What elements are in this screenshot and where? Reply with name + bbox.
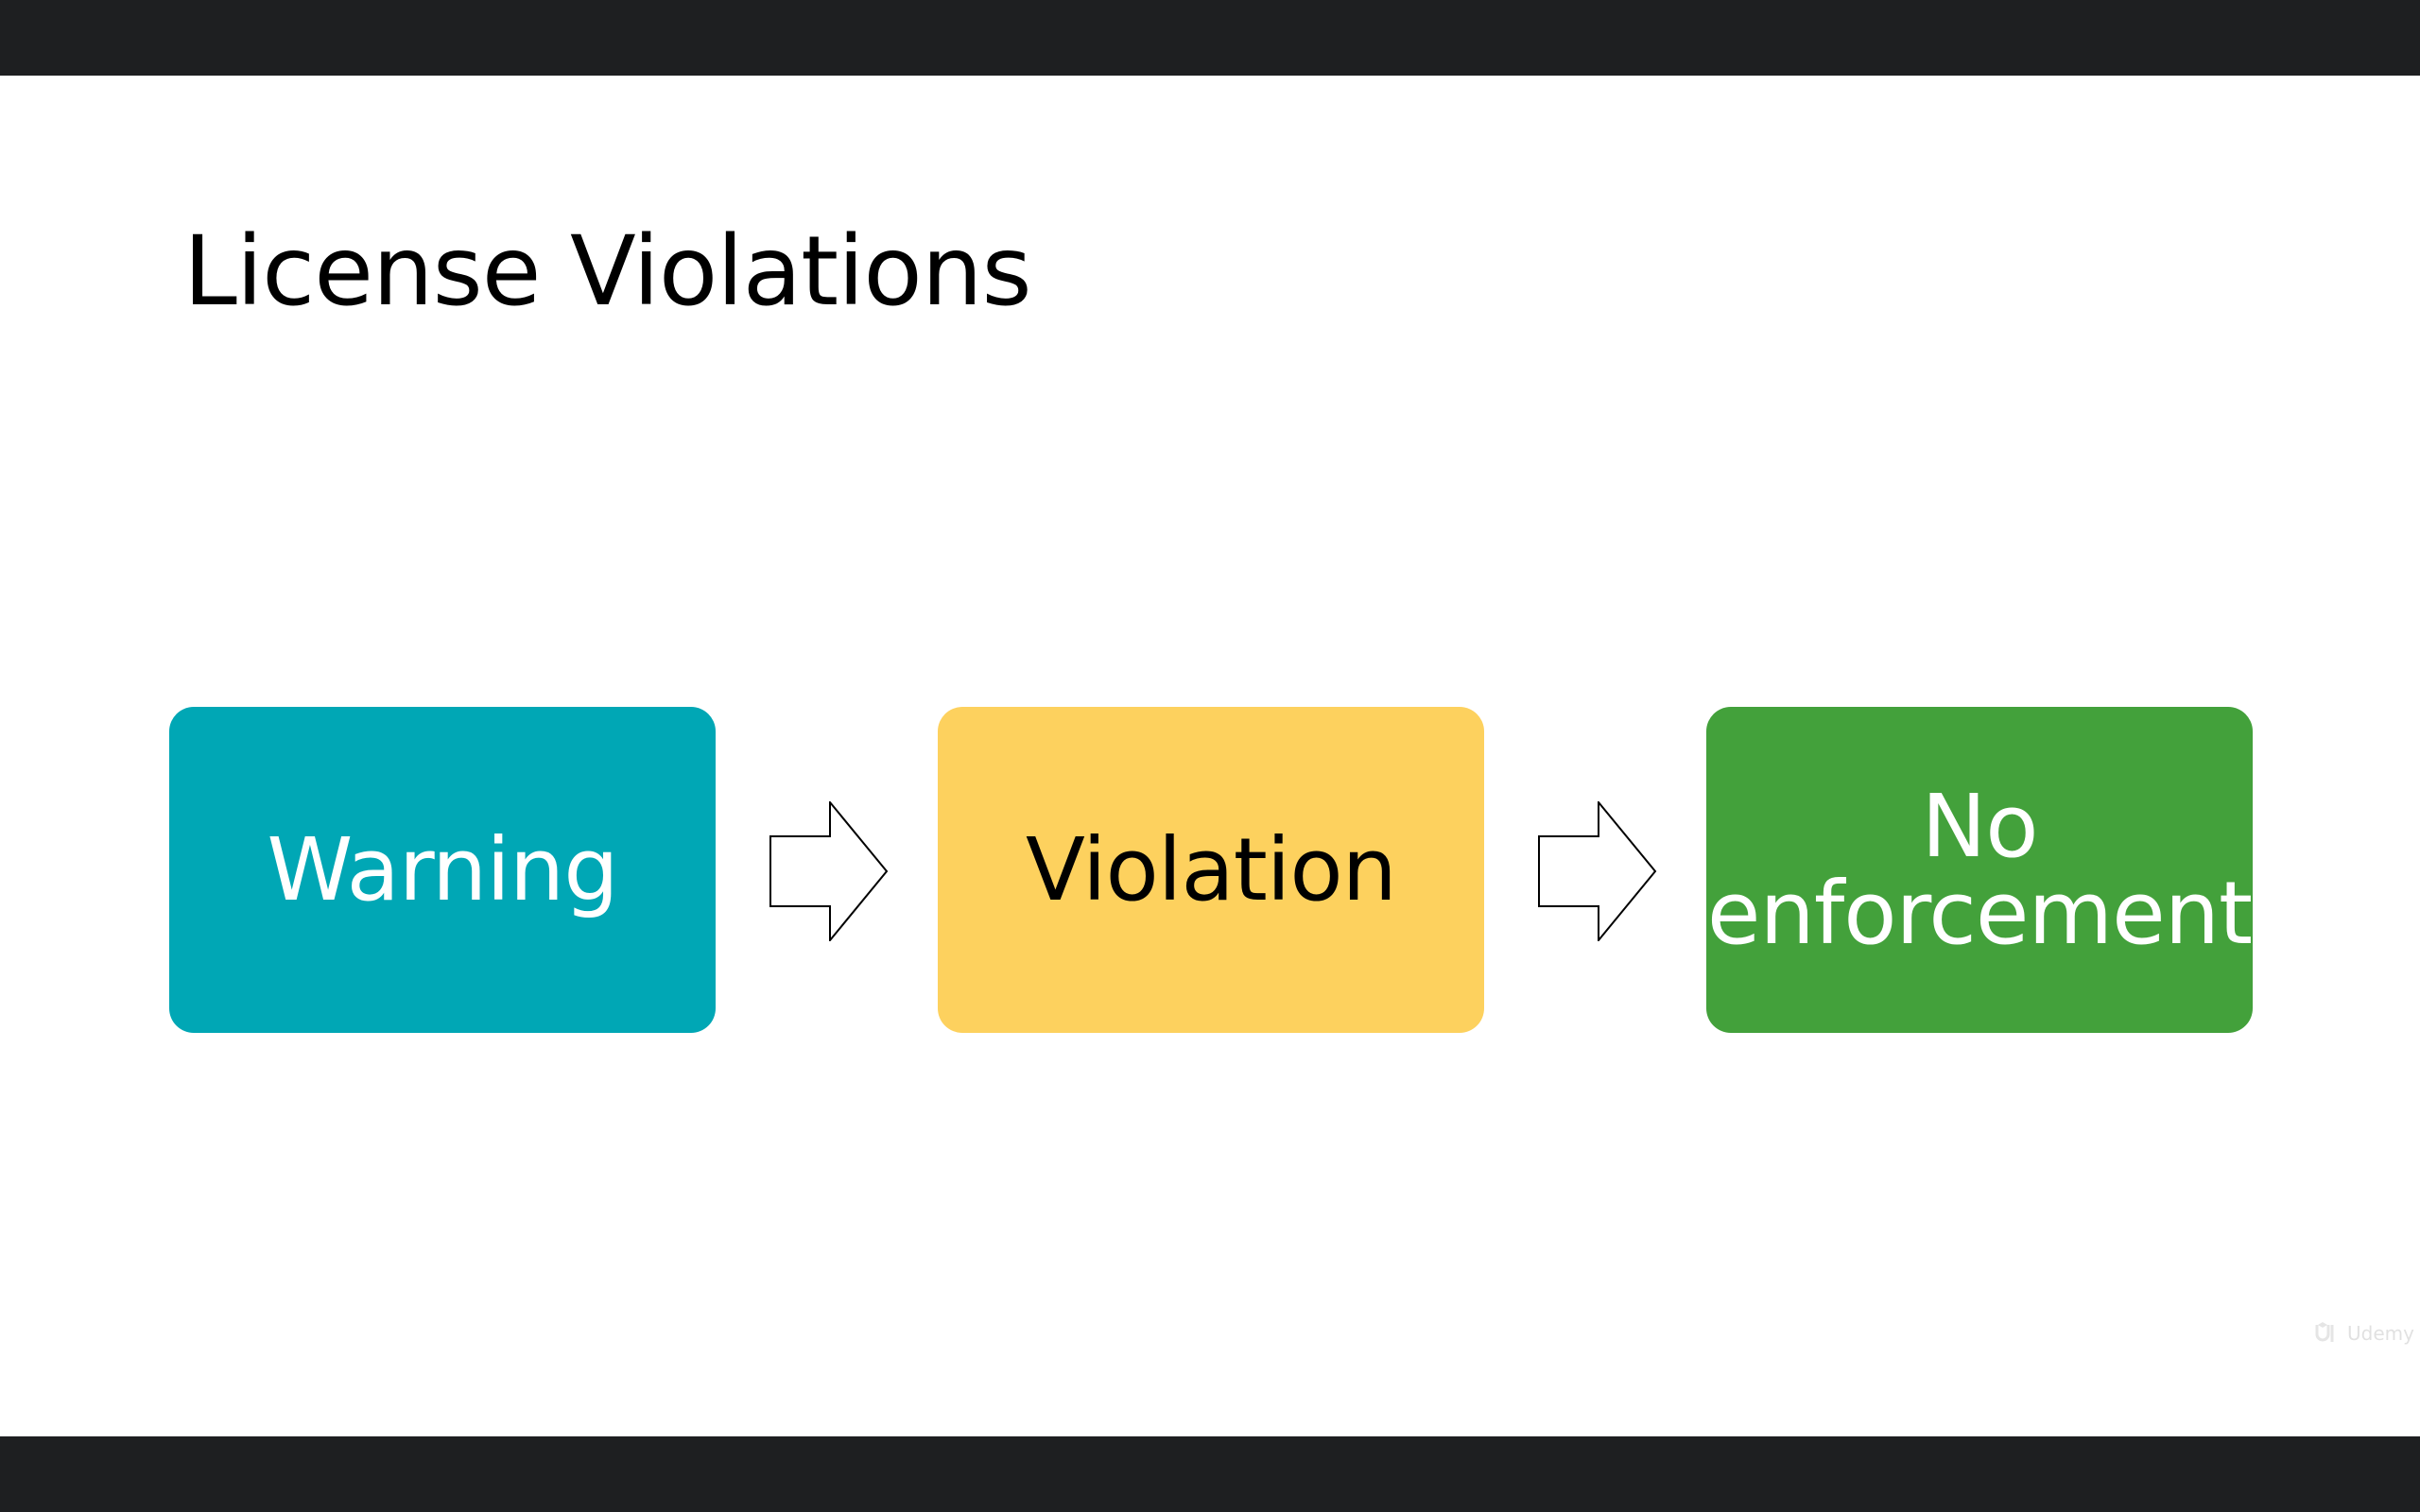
- right-arrow-outline-icon: [1538, 801, 1657, 941]
- step-no-enforcement-label-line1: No: [1921, 775, 2038, 877]
- step-violation-label: Violation: [1026, 818, 1397, 920]
- step-warning-label: Warning: [267, 818, 618, 920]
- udemy-logo-icon: [2315, 1322, 2334, 1342]
- presentation-slide: License Violations Warning Violation No …: [0, 76, 2420, 1436]
- letterbox-top-bar: [0, 0, 2420, 76]
- letterbox-bottom-bar: [0, 1436, 2420, 1512]
- step-no-enforcement-box: No enforcement: [1706, 707, 2253, 1033]
- udemy-watermark: Udemy: [2313, 1321, 2414, 1346]
- step-warning-box: Warning: [169, 707, 716, 1033]
- slide-title: License Violations: [183, 215, 1032, 328]
- step-no-enforcement-label-line2: enforcement: [1706, 862, 2253, 964]
- step-violation-box: Violation: [938, 707, 1484, 1033]
- right-arrow-outline-icon: [769, 801, 889, 941]
- watermark-text: Udemy: [2347, 1322, 2414, 1345]
